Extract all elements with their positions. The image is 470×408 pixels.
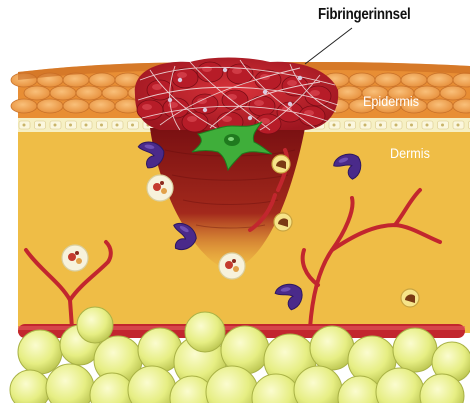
dermis-label: Dermis (390, 145, 430, 161)
epidermis-label: Epidermis (363, 93, 419, 109)
fibrin-clot (135, 57, 338, 134)
fibrin-clot-label: Fibringerinnsel (318, 6, 410, 24)
